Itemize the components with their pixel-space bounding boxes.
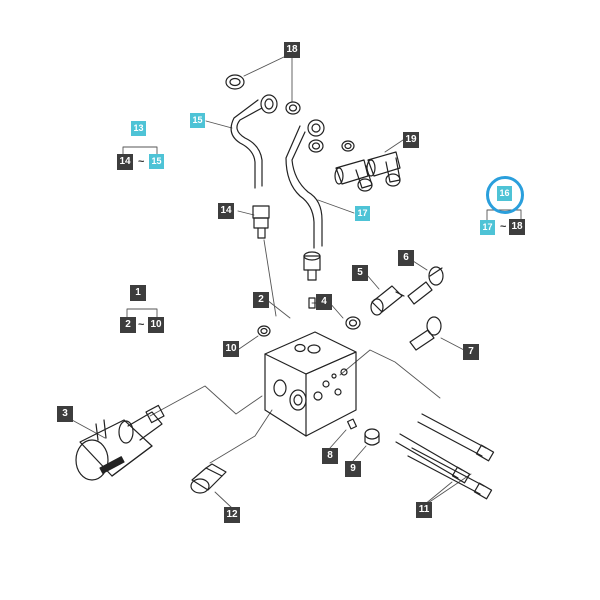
callout-15-range-end[interactable]: 15 [149,154,164,169]
callout-18-range-end[interactable]: 18 [509,219,525,235]
callout-1[interactable]: 1 [130,285,146,301]
callout-4[interactable]: 4 [316,294,332,310]
highlight-ring [486,176,524,214]
callout-11[interactable]: 11 [416,502,432,518]
callout-14[interactable]: 14 [218,203,234,219]
callout-17[interactable]: 17 [355,206,370,221]
banjo-bolt-19a [334,159,373,192]
o-ring-4 [345,316,361,330]
fitting-17-end [303,251,321,281]
range-tilde-13: ~ [138,156,145,168]
callout-8[interactable]: 8 [322,448,338,464]
valve-block [264,331,357,437]
pipe-17 [285,119,325,249]
bolt-11-top [417,413,495,462]
callout-5[interactable]: 5 [352,265,368,281]
callout-10-range-end[interactable]: 10 [148,317,164,333]
callout-6[interactable]: 6 [398,250,414,266]
callout-9[interactable]: 9 [345,461,361,477]
callout-15[interactable]: 15 [190,113,205,128]
washer-18-top [225,74,245,90]
callout-7[interactable]: 7 [463,344,479,360]
callout-18[interactable]: 18 [284,42,300,58]
callout-17-range-start[interactable]: 17 [480,220,495,235]
callout-10[interactable]: 10 [223,341,239,357]
valve-6 [407,266,444,305]
plug-12 [190,463,227,494]
washer-19a [341,140,355,152]
valve-7 [409,316,442,351]
pipe-15 [230,94,278,189]
plug-9 [364,428,380,446]
callout-12[interactable]: 12 [224,507,240,523]
o-ring-10 [257,325,271,337]
plug-8 [346,418,358,430]
washer-19b [308,139,324,153]
callout-14-range-start[interactable]: 14 [117,154,133,170]
bolt-11-middle [395,433,471,484]
range-tilde-16: ~ [500,221,507,233]
washer-18-middle [285,101,301,115]
callout-19[interactable]: 19 [403,132,419,148]
callout-3[interactable]: 3 [57,406,73,422]
callout-16[interactable]: 16 [497,186,512,201]
callout-2-range-start[interactable]: 2 [120,317,136,333]
valve-5 [370,285,405,316]
range-tilde-1: ~ [138,319,145,331]
callout-2[interactable]: 2 [253,292,269,308]
solenoid-3 [75,404,165,481]
fitting-14 [252,205,270,239]
plug-4 [308,297,316,309]
banjo-bolt-19b [366,151,401,187]
bolt-11-bottom [407,447,493,500]
callout-13[interactable]: 13 [131,121,146,136]
